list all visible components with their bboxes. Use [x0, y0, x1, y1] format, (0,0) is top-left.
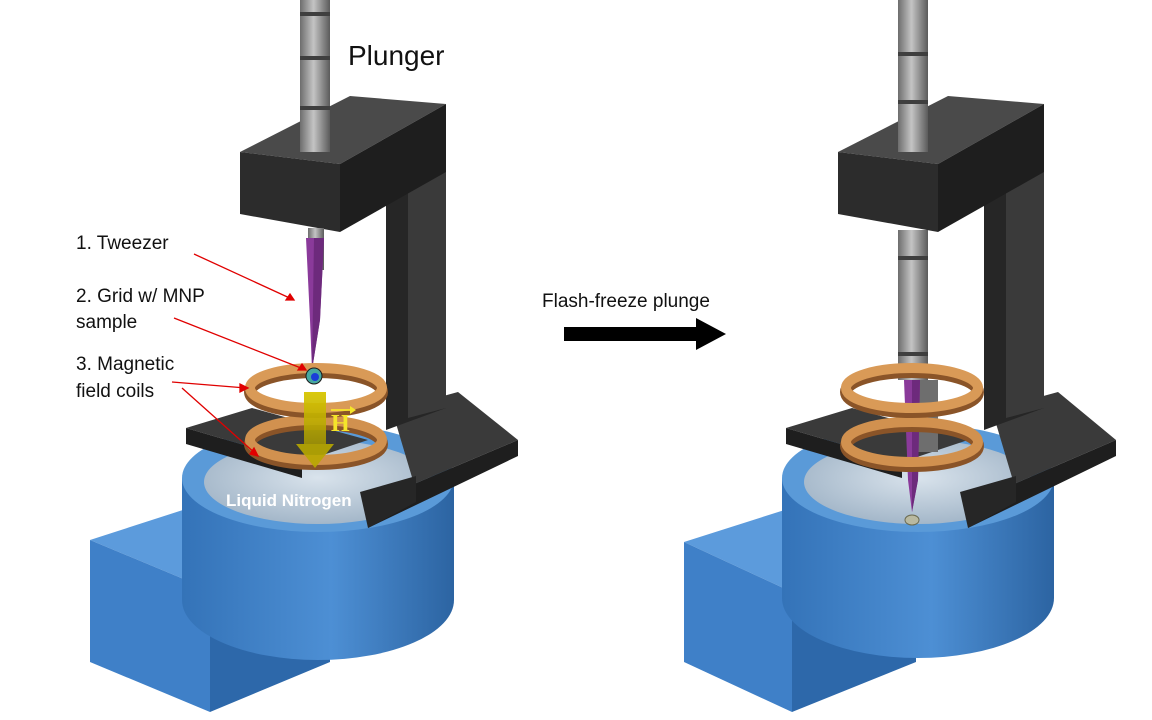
frame-arm — [240, 96, 446, 232]
frame-arm-right — [838, 96, 1044, 232]
frame-column — [386, 160, 446, 430]
left-assembly — [90, 0, 518, 712]
grid-label-line1: 2. Grid w/ MNP — [76, 286, 205, 307]
tweezer — [306, 238, 324, 370]
magnetic-field-arrow — [296, 392, 334, 468]
transition-label: Flash-freeze plunge — [542, 291, 710, 312]
grid-sample — [305, 367, 323, 385]
plunger-label: Plunger — [348, 40, 445, 71]
frame-column-right — [984, 160, 1044, 430]
plunger-rod-right — [898, 0, 938, 452]
tweezer-label: 1. Tweezer — [76, 233, 169, 254]
grid-label-line2: sample — [76, 312, 138, 333]
right-assembly — [684, 0, 1116, 712]
liquid-nitrogen-label: Liquid Nitrogen — [226, 491, 352, 510]
leader-lines — [171, 253, 308, 457]
field-symbol: H — [331, 411, 350, 437]
right-arrow-icon — [564, 318, 726, 350]
plunger-rod — [300, 0, 330, 270]
arrow-vector-icon — [331, 406, 356, 414]
coils-label-line2: field coils — [76, 381, 155, 402]
coils-label-line1: 3. Magnetic — [76, 354, 175, 375]
magnetic-field-coils-right — [840, 363, 984, 472]
